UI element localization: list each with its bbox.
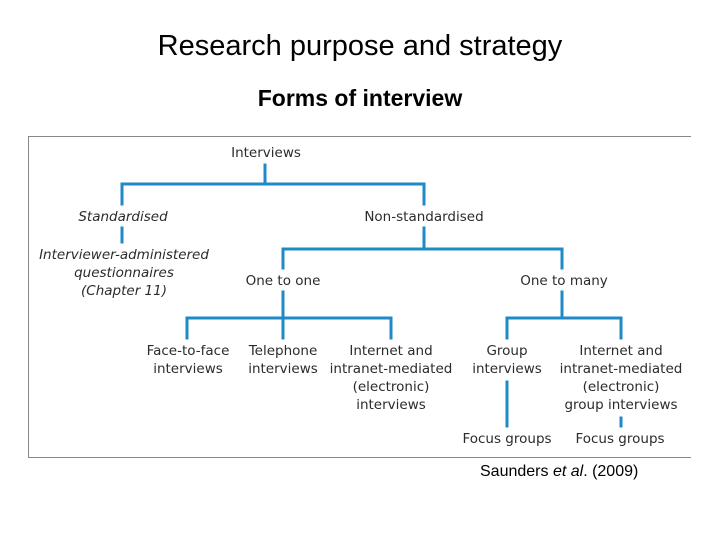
slide-title: Research purpose and strategy — [157, 30, 563, 62]
node-standardised: Standardised — [78, 209, 168, 225]
node-focus-groups-2: Focus groups — [575, 431, 665, 447]
citation: Saunders et al. (2009) — [480, 463, 639, 480]
slide-subtitle: Forms of interview — [257, 85, 463, 111]
node-one-to-one: One to one — [245, 273, 321, 289]
node-one-to-many: One to many — [520, 273, 608, 289]
node-interviews: Interviews — [231, 145, 301, 161]
node-internet-one-to-one: Internet and intranet-mediated (electron… — [329, 343, 453, 413]
node-group-interviews: Group interviews — [472, 343, 542, 377]
node-non-standardised: Non-standardised — [364, 209, 484, 225]
diagram-frame — [28, 136, 691, 458]
node-face-to-face: Face-to-face interviews — [146, 343, 230, 377]
node-focus-groups-1: Focus groups — [462, 431, 552, 447]
node-interviewer-administered: Interviewer-administered questionnaires … — [39, 247, 209, 299]
node-internet-group: Internet and intranet-mediated (electron… — [559, 343, 683, 413]
node-telephone: Telephone interviews — [248, 343, 318, 377]
